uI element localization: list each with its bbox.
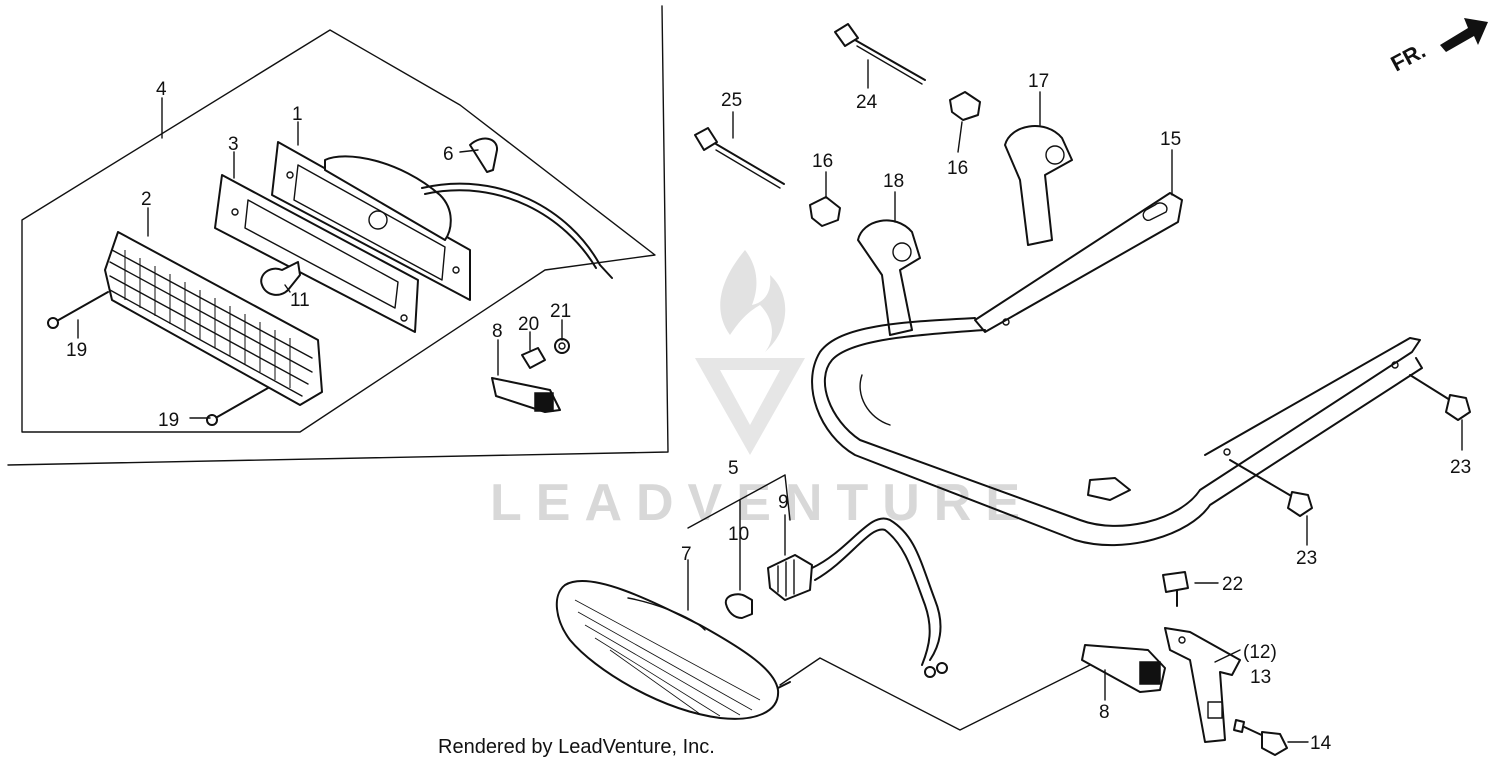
side-marker-socket <box>767 517 948 678</box>
side-marker-lens <box>555 580 791 720</box>
side-marker-bulb <box>724 593 753 619</box>
rendered-by-footer: Rendered by LeadVenture, Inc. <box>438 736 715 758</box>
front-direction-arrow: FR. <box>1387 18 1488 76</box>
callout-5: 5 <box>728 458 739 479</box>
watermark: LEADVENTURE <box>490 250 1034 532</box>
socket-upper <box>491 377 561 413</box>
leader-lines <box>77 59 1463 743</box>
side-marker-lower-leader <box>779 657 1091 731</box>
callout-24: 24 <box>856 92 878 113</box>
callout-14: 14 <box>1310 733 1332 754</box>
rear-guard-bar <box>811 192 1423 547</box>
socket-lower <box>1081 644 1166 693</box>
callout-19-lower: 19 <box>158 410 179 431</box>
watermark-v-icon <box>695 358 805 455</box>
nut-21 <box>554 338 570 354</box>
lens-screw-lower <box>206 387 269 426</box>
callout-17: 17 <box>1028 71 1049 92</box>
lens-screw-upper <box>47 291 109 329</box>
bolt-24 <box>834 23 926 85</box>
callout-6: 6 <box>443 144 454 165</box>
callout-12: (12) <box>1243 642 1277 663</box>
callout-23-right: 23 <box>1450 457 1471 478</box>
callout-2: 2 <box>141 189 152 210</box>
fr-label: FR. <box>1387 38 1430 77</box>
bolt-23-right <box>1409 374 1471 421</box>
callout-16-lower: 16 <box>947 158 968 179</box>
bracket-18 <box>857 219 921 336</box>
mounting-bracket-13 <box>1164 627 1241 743</box>
callout-22: 22 <box>1222 574 1243 595</box>
tail-light-inset-frame <box>7 5 669 466</box>
callout-16-upper: 16 <box>812 151 833 172</box>
bracket-17 <box>1004 125 1073 246</box>
tail-light-bulb <box>260 261 301 296</box>
fr-arrow-icon <box>1440 18 1488 52</box>
bolt-14 <box>1233 719 1288 756</box>
screw-22 <box>1162 571 1189 607</box>
callout-8-upper: 8 <box>492 321 503 342</box>
callout-13: 13 <box>1250 667 1271 688</box>
nut-16-upper <box>949 91 981 121</box>
bolt-23-center <box>1229 459 1313 517</box>
bolt-25 <box>694 127 785 189</box>
callout-20: 20 <box>518 314 539 335</box>
tail-light-wire <box>421 137 613 279</box>
watermark-text: LEADVENTURE <box>490 474 1034 532</box>
watermark-flame-icon <box>720 250 786 352</box>
tail-light-lens <box>104 231 323 406</box>
callout-8-lower: 8 <box>1099 702 1110 723</box>
spacer-20 <box>521 347 546 369</box>
lens-gasket <box>214 174 419 333</box>
callout-7: 7 <box>681 544 692 565</box>
callout-1: 1 <box>292 104 303 125</box>
callout-3: 3 <box>228 134 239 155</box>
callout-labels: 1 2 3 4 5 6 7 8 8 9 10 11 (12) 13 14 15 … <box>66 71 1471 754</box>
callout-11: 11 <box>290 290 310 311</box>
callout-10: 10 <box>728 524 749 545</box>
callout-23-center: 23 <box>1296 548 1317 569</box>
callout-5-leader <box>687 474 791 591</box>
tail-light-housing <box>271 141 471 301</box>
callout-25: 25 <box>721 90 742 111</box>
nut-16-lower <box>809 196 841 227</box>
callout-21: 21 <box>550 301 571 322</box>
callout-9: 9 <box>778 492 789 513</box>
callout-19-upper: 19 <box>66 340 87 361</box>
callout-15: 15 <box>1160 129 1181 150</box>
callout-18: 18 <box>883 171 904 192</box>
callout-4: 4 <box>156 79 167 100</box>
